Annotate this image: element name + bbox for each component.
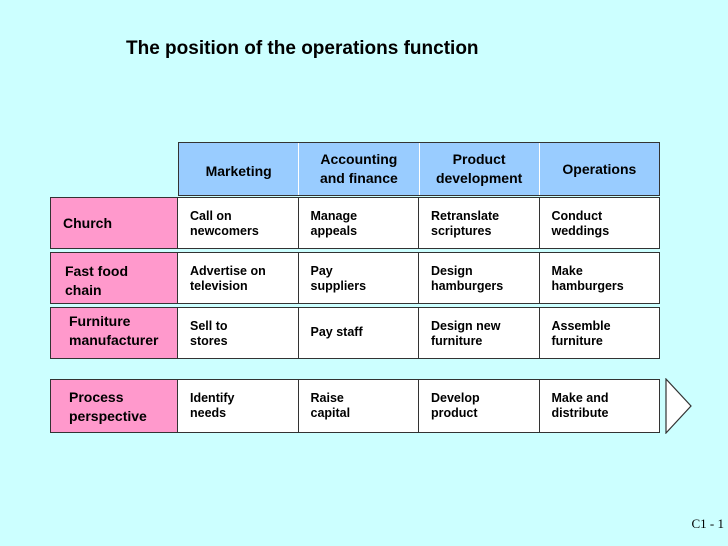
column-header-row: Marketing Accounting and finance Product… [178,142,660,196]
cell-furniture-operations: Assemble furniture [551,319,611,349]
cell-process-develop-product: Develop product [419,380,540,432]
cell-fast-food-marketing: Advertise on television [178,253,299,303]
column-header-marketing: Marketing [179,143,300,195]
cell-furniture-marketing: Sell to stores [178,308,299,358]
row-label-fast-food-chain: Fast food chain [51,253,178,303]
row-process-perspective: Process perspective Identify needs Raise… [50,379,660,433]
cell-process-make-and-distribute: Make and distribute [551,391,609,421]
cell-process-identify-needs: Identify needs [178,380,299,432]
row-label-furniture-manufacturer: Furniture manufacturer [51,308,178,358]
cell-process-raise-capital: Raise capital [299,380,419,432]
row-label-church: Church [51,198,178,248]
cell-furniture-product-development: Design new furniture [419,308,540,358]
column-header-product-development: Product development [419,143,540,195]
column-header-operations: Operations [539,143,659,195]
cell-church-product-development: Retranslate scriptures [419,198,540,248]
cell-fast-food-accounting: Pay suppliers [299,253,419,303]
cell-church-accounting: Manage appeals [299,198,419,248]
cell-fast-food-operations: Make hamburgers [551,264,624,294]
slide-number: C1 - 1 [691,516,725,531]
row-church: Church Call on newcomers Manage appeals … [50,197,660,249]
cell-fast-food-product-development: Design hamburgers [419,253,540,303]
right-triangle-arrow-icon [665,378,692,434]
page-title: The position of the operations function [126,38,479,59]
row-furniture-manufacturer: Furniture manufacturer Sell to stores Pa… [50,307,660,359]
cell-furniture-accounting: Pay staff [299,308,419,358]
column-header-accounting: Accounting and finance [299,143,420,195]
cell-church-marketing: Call on newcomers [178,198,299,248]
row-label-process-perspective: Process perspective [51,380,178,432]
cell-church-operations: Conduct weddings [551,209,610,239]
row-fast-food-chain: Fast food chain Advertise on television … [50,252,660,304]
